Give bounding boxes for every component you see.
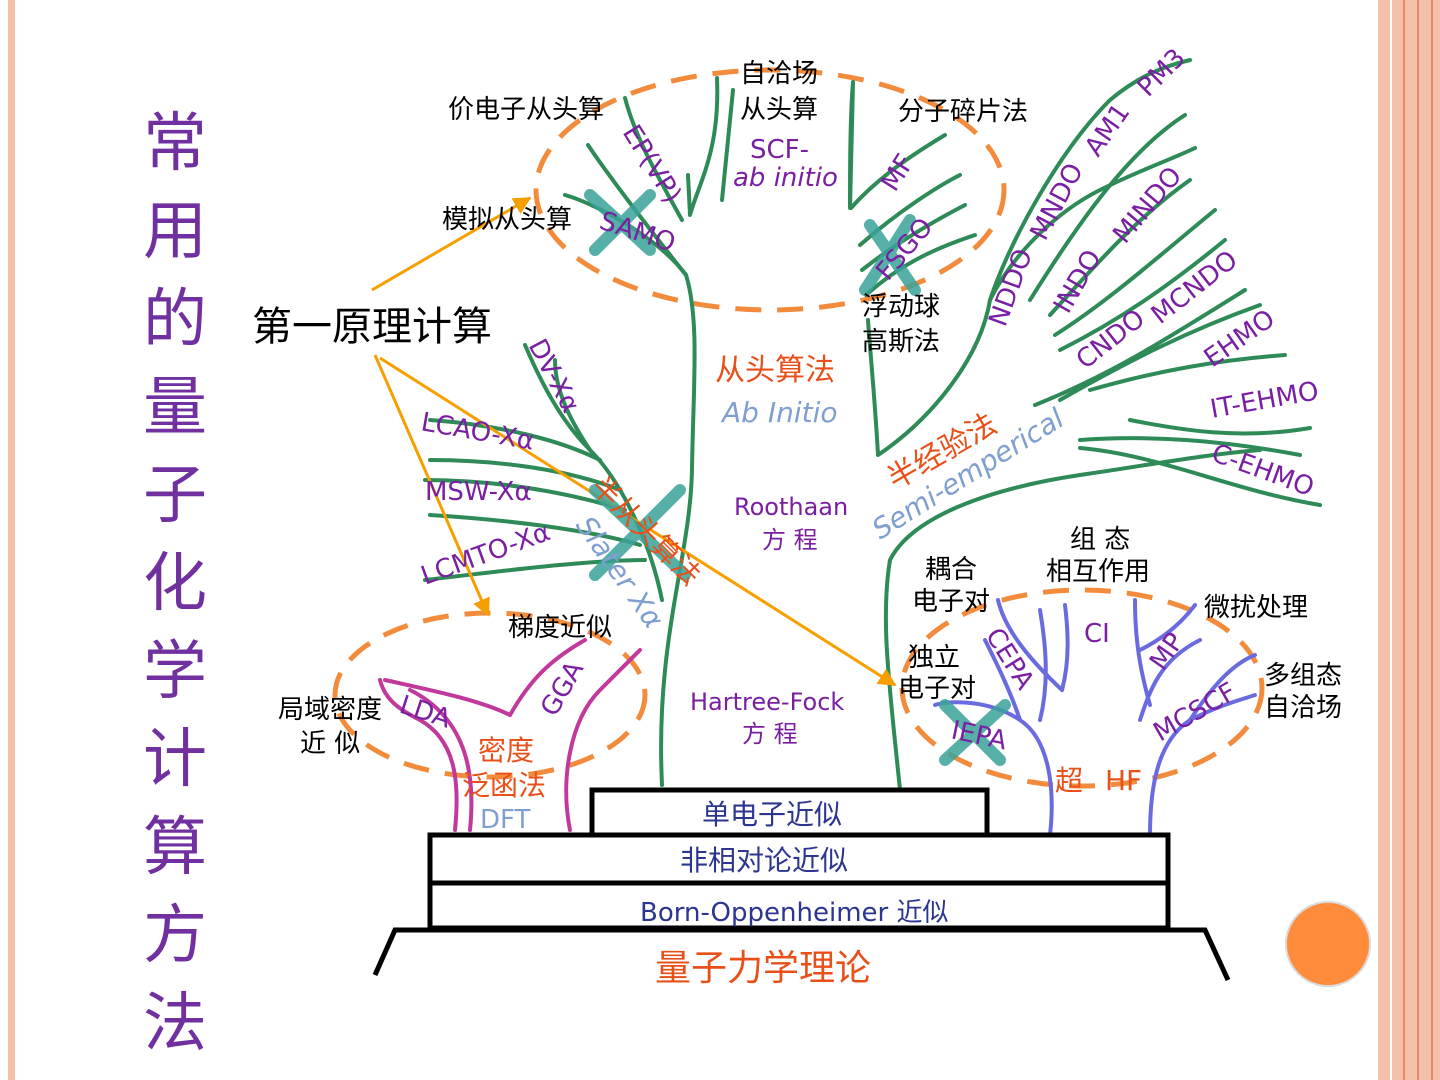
left-border-band bbox=[8, 0, 15, 1080]
right-border-band-1 bbox=[1378, 0, 1390, 1080]
base-foundation bbox=[372, 927, 1231, 982]
label-mp: MP bbox=[1144, 628, 1190, 676]
label-cong-tou: 从头算法 bbox=[715, 353, 835, 388]
title-char: 常 bbox=[143, 107, 207, 181]
label-chao: 超 bbox=[1055, 764, 1083, 797]
vertical-title: 常用的量子化学计算方法 bbox=[140, 100, 210, 1068]
post-hf-ellipse bbox=[899, 587, 1265, 789]
label-midu-1: 密度 bbox=[478, 734, 534, 767]
label-fenzi: 分子碎片法 bbox=[898, 97, 1028, 127]
crosses bbox=[584, 189, 1011, 766]
arrows bbox=[371, 196, 897, 687]
label-mcscf: MCSCF bbox=[1149, 677, 1242, 748]
title-char: 的 bbox=[143, 283, 207, 357]
label-jubu-1: 局域密度 bbox=[278, 695, 382, 725]
label-moni: 模拟从头算 bbox=[442, 205, 572, 235]
title-char: 学 bbox=[143, 635, 207, 709]
title-char: 计 bbox=[143, 723, 207, 797]
label-lda: LDA bbox=[396, 690, 455, 735]
label-duli-1: 独立 bbox=[908, 643, 960, 673]
label-am1: AM1 bbox=[1079, 98, 1136, 162]
label-it-ehmo: IT-EHMO bbox=[1208, 376, 1321, 425]
title-char: 子 bbox=[143, 459, 207, 533]
label-ziqia-1: 自洽场 bbox=[740, 59, 818, 89]
label-msw: MSW-Xα bbox=[425, 477, 532, 507]
label-dvx: DV-Xα bbox=[522, 334, 586, 418]
label-liangzi: 量子力学理论 bbox=[655, 948, 871, 989]
label-ab-initio: Ab Initio bbox=[720, 396, 838, 429]
label-zu-1: 组 态 bbox=[1070, 525, 1130, 555]
dft-branches bbox=[378, 638, 642, 832]
label-born: Born-Oppenheimer 近似 bbox=[640, 898, 948, 928]
abinitio-ellipse bbox=[533, 67, 1007, 313]
title-char: 算 bbox=[143, 811, 207, 885]
label-duli-2: 电子对 bbox=[898, 674, 976, 704]
title-char: 用 bbox=[143, 195, 207, 269]
label-zu-2: 相互作用 bbox=[1046, 557, 1150, 587]
label-hf-fc: 方 程 bbox=[742, 720, 798, 748]
label-first-principle: 第一原理计算 bbox=[252, 304, 492, 350]
label-abinitio-italic: ab initio bbox=[733, 163, 838, 193]
label-duozu-1: 多组态 bbox=[1264, 661, 1342, 691]
label-fudong-2: 高斯法 bbox=[862, 327, 940, 357]
decorative-circle bbox=[1285, 901, 1371, 987]
dft-ellipse bbox=[332, 610, 648, 780]
title-char: 量 bbox=[143, 371, 207, 445]
label-weirao: 微扰处理 bbox=[1204, 593, 1308, 623]
label-ci: CI bbox=[1084, 619, 1110, 649]
title-char: 方 bbox=[143, 899, 207, 973]
label-nddo: NDDO bbox=[983, 245, 1039, 330]
label-fudong-1: 浮动球 bbox=[862, 292, 940, 322]
post-hf-branches bbox=[933, 598, 1257, 837]
label-duozu-2: 自洽场 bbox=[1264, 693, 1342, 723]
label-lcao: LCAO-Xα bbox=[419, 407, 537, 456]
label-jubu-2: 近 似 bbox=[300, 729, 360, 759]
label-tidu: 梯度近似 bbox=[508, 613, 612, 643]
label-midu-2: 泛函法 bbox=[462, 769, 546, 802]
label-lcmto: LCMTO-Xα bbox=[417, 517, 554, 591]
label-scf: SCF- bbox=[750, 135, 809, 165]
label-jia-dianzi: 价电子从头算 bbox=[448, 95, 604, 125]
base-boxes bbox=[427, 787, 1171, 931]
green-branches bbox=[423, 58, 1322, 792]
title-char: 法 bbox=[143, 987, 207, 1061]
label-chao-hf: HF bbox=[1105, 764, 1142, 797]
label-hf: Hartree-Fock bbox=[690, 688, 844, 716]
label-dft: DFT bbox=[480, 805, 531, 835]
label-roothaan-fc: 方 程 bbox=[762, 526, 818, 554]
label-fei-xiangdui: 非相对论近似 bbox=[680, 844, 848, 877]
label-dan-dianzi: 单电子近似 bbox=[702, 798, 842, 831]
label-ouhe-1: 耦合 bbox=[925, 555, 977, 585]
label-roothaan: Roothaan bbox=[734, 493, 848, 521]
label-ziqia-2: 从头算 bbox=[740, 95, 818, 125]
label-pm3: PM3 bbox=[1132, 43, 1192, 103]
title-char: 化 bbox=[143, 547, 207, 621]
label-ouhe-2: 电子对 bbox=[912, 587, 990, 617]
